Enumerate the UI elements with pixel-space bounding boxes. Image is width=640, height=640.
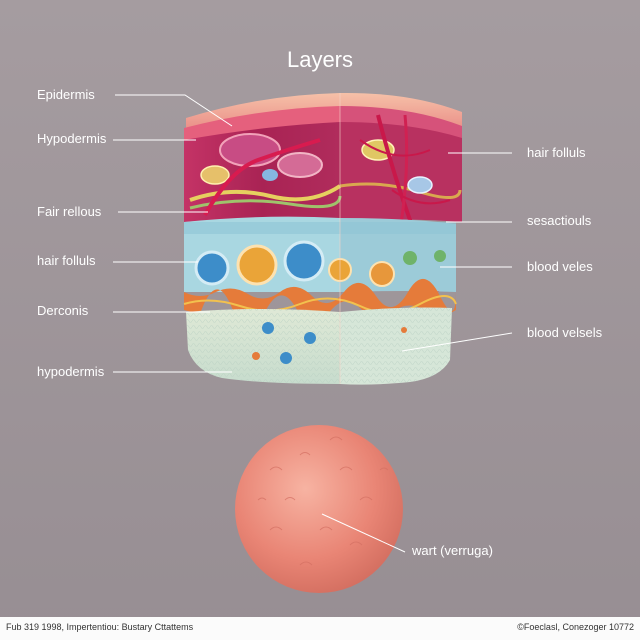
- leader-lines: [113, 94, 513, 553]
- label-hair-folluls-left: hair folluls: [37, 253, 96, 268]
- page-title: Layers: [286, 47, 354, 72]
- label-blood-velsels: blood velsels: [527, 325, 603, 340]
- skin-surface: [186, 92, 462, 132]
- label-hair-folluls-right: hair folluls: [527, 145, 586, 160]
- label-sesactiouls: sesactiouls: [527, 213, 592, 228]
- blood-vessel: [203, 138, 321, 216]
- footer-caption: Fub 319 1998, Impertentiou: Bustary Ctta…: [6, 622, 194, 632]
- label-hypodermis-bottom: hypodermis: [37, 364, 105, 379]
- label-epidermis: Epidermis: [37, 87, 95, 102]
- label-hypodermis-top: Hypodermis: [37, 131, 107, 146]
- label-wart: wart (verruga): [412, 543, 493, 558]
- leader-epidermis: [115, 94, 233, 127]
- skin-block: [183, 92, 462, 385]
- leader-wart: [321, 513, 406, 553]
- epidermis-layer: [184, 106, 340, 142]
- label-fair-rellous: Fair rellous: [37, 204, 102, 219]
- wart-illustration: [235, 425, 403, 593]
- label-derconis: Derconis: [37, 303, 89, 318]
- footer-bar: Fub 319 1998, Impertentiou: Bustary Ctta…: [0, 617, 640, 640]
- footer-copyright: ©Foeclasl, Conezoger 10772: [517, 622, 634, 632]
- label-blood-veles: blood veles: [527, 259, 593, 274]
- leader-blood-velsels: [401, 332, 513, 352]
